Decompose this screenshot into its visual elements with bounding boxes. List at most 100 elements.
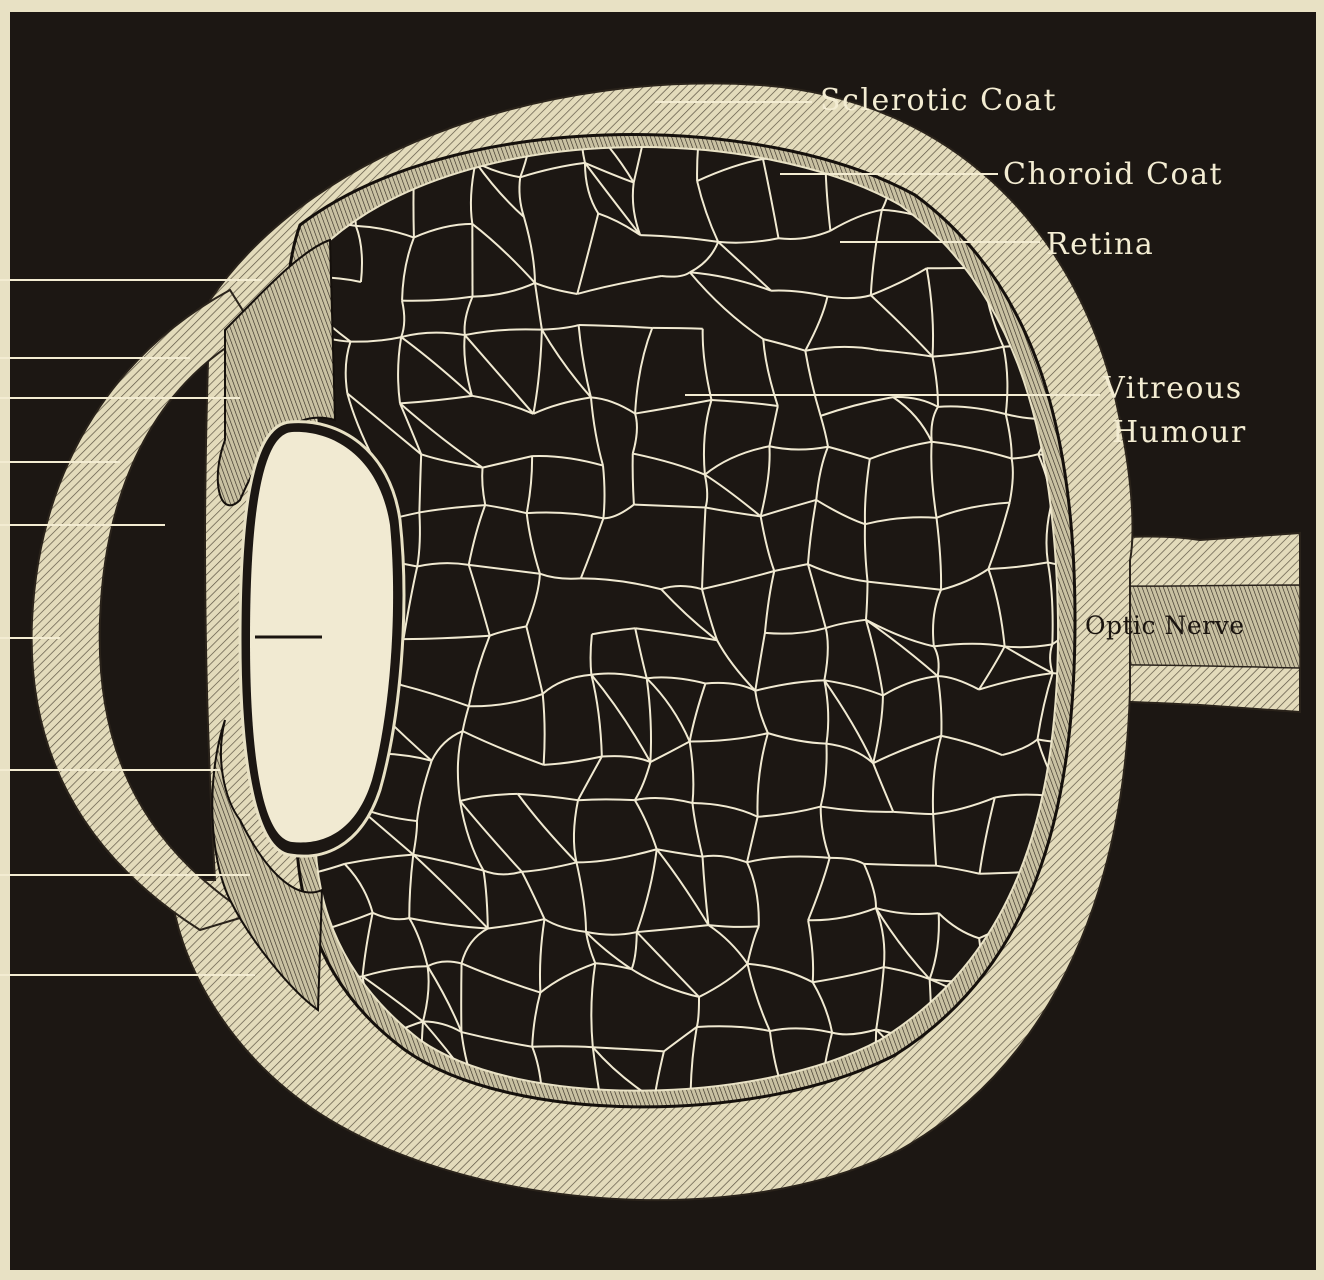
cell-wall — [928, 913, 940, 980]
cell-wall — [526, 511, 604, 520]
cell-wall — [829, 208, 883, 232]
cell-wall — [932, 589, 942, 647]
cell-wall — [585, 931, 633, 971]
cell-wall — [402, 566, 419, 640]
cell-wall — [701, 570, 775, 591]
cell-wall — [525, 513, 541, 575]
cell-wall — [933, 796, 996, 816]
cell-wall — [468, 563, 541, 575]
cell-wall — [708, 924, 759, 928]
cell-wall — [592, 1046, 664, 1053]
cell-wall — [474, 161, 525, 218]
cell-wall — [695, 996, 701, 1028]
cell-wall — [355, 224, 415, 239]
cell-wall — [532, 329, 543, 414]
cell-wall — [539, 572, 581, 580]
cell-wall — [872, 734, 942, 765]
cell-wall — [883, 966, 930, 981]
cell-wall — [864, 516, 937, 526]
cell-wall — [937, 912, 980, 940]
cell-wall — [806, 499, 818, 565]
cell-wall — [487, 918, 545, 930]
cell-wall — [827, 294, 872, 300]
cell-wall — [774, 563, 809, 572]
cell-wall — [705, 681, 756, 692]
cell-wall — [770, 289, 828, 298]
cell-wall — [689, 732, 769, 743]
label-choroid-coat: Choroid Coat — [1003, 157, 1223, 192]
cell-wall — [632, 147, 655, 183]
cell-wall — [523, 216, 536, 283]
cell-wall — [417, 562, 469, 568]
cell-wall — [696, 1025, 771, 1033]
cell-wall — [467, 635, 491, 707]
cell-wall — [811, 981, 834, 1033]
label-retina: Retina — [1046, 227, 1154, 262]
cell-wall — [583, 162, 600, 215]
cell-wall — [1008, 458, 1014, 503]
cell-wall — [634, 628, 648, 679]
cell-wall — [589, 634, 593, 675]
cell-wall — [591, 1047, 603, 1091]
cell-wall — [541, 693, 546, 765]
cell-wall — [804, 350, 822, 417]
cell-wall — [1037, 738, 1059, 744]
cell-wall — [1047, 561, 1059, 580]
cell-wall — [580, 147, 586, 164]
cell-wall — [933, 642, 1005, 648]
cell-wall — [415, 760, 433, 822]
cell-wall — [937, 675, 980, 691]
cell-wall — [757, 805, 821, 818]
cell-wall — [815, 499, 866, 526]
cell-wall — [459, 792, 518, 802]
cell-wall — [418, 454, 423, 513]
cell-wall — [930, 441, 938, 518]
cell-wall — [471, 394, 534, 415]
cell-wall — [705, 506, 761, 518]
cell-wall — [656, 848, 703, 858]
cell-wall — [932, 814, 938, 866]
cell-wall — [580, 577, 662, 591]
cell-wall — [936, 501, 1010, 519]
cell-wall — [462, 730, 544, 766]
cell-wall — [940, 568, 989, 591]
cell-wall — [595, 962, 632, 971]
cell-wall — [807, 563, 868, 583]
cell-wall — [463, 296, 474, 336]
cell-wall — [541, 329, 592, 398]
cell-wall — [403, 634, 490, 641]
cell-wall — [763, 570, 776, 634]
cell-wall — [1011, 453, 1039, 460]
cell-wall — [864, 619, 884, 696]
cell-wall — [576, 275, 662, 295]
cell-wall — [978, 797, 996, 874]
cell-wall — [759, 446, 771, 517]
cell-wall — [630, 932, 638, 970]
label-humour: Humour — [1112, 415, 1247, 450]
cell-wall — [467, 504, 487, 566]
cell-wall — [590, 674, 603, 757]
cell-wall — [769, 1027, 833, 1034]
cell-wall — [649, 740, 691, 763]
cell-wall — [603, 503, 635, 520]
cell-wall — [532, 454, 604, 467]
cell-wall — [590, 396, 636, 415]
cell-wall — [645, 678, 653, 763]
cell-wall — [1045, 506, 1052, 563]
label-optic-nerve: Optic Nerve — [1085, 611, 1245, 640]
cell-wall — [632, 452, 706, 476]
cell-wall — [936, 676, 943, 736]
cell-wall — [576, 848, 658, 864]
cell-wall — [520, 871, 546, 920]
cell-wall — [688, 683, 707, 742]
cell-wall — [577, 756, 603, 801]
cell-wall — [829, 856, 865, 865]
cell-wall — [591, 672, 647, 680]
cell-wall — [427, 960, 462, 968]
cell-wall — [532, 1045, 593, 1049]
cell-wall — [482, 455, 533, 469]
cell-wall — [519, 161, 586, 179]
cell-wall — [863, 862, 937, 867]
cell-wall — [707, 924, 749, 965]
cell-wall — [820, 396, 894, 417]
